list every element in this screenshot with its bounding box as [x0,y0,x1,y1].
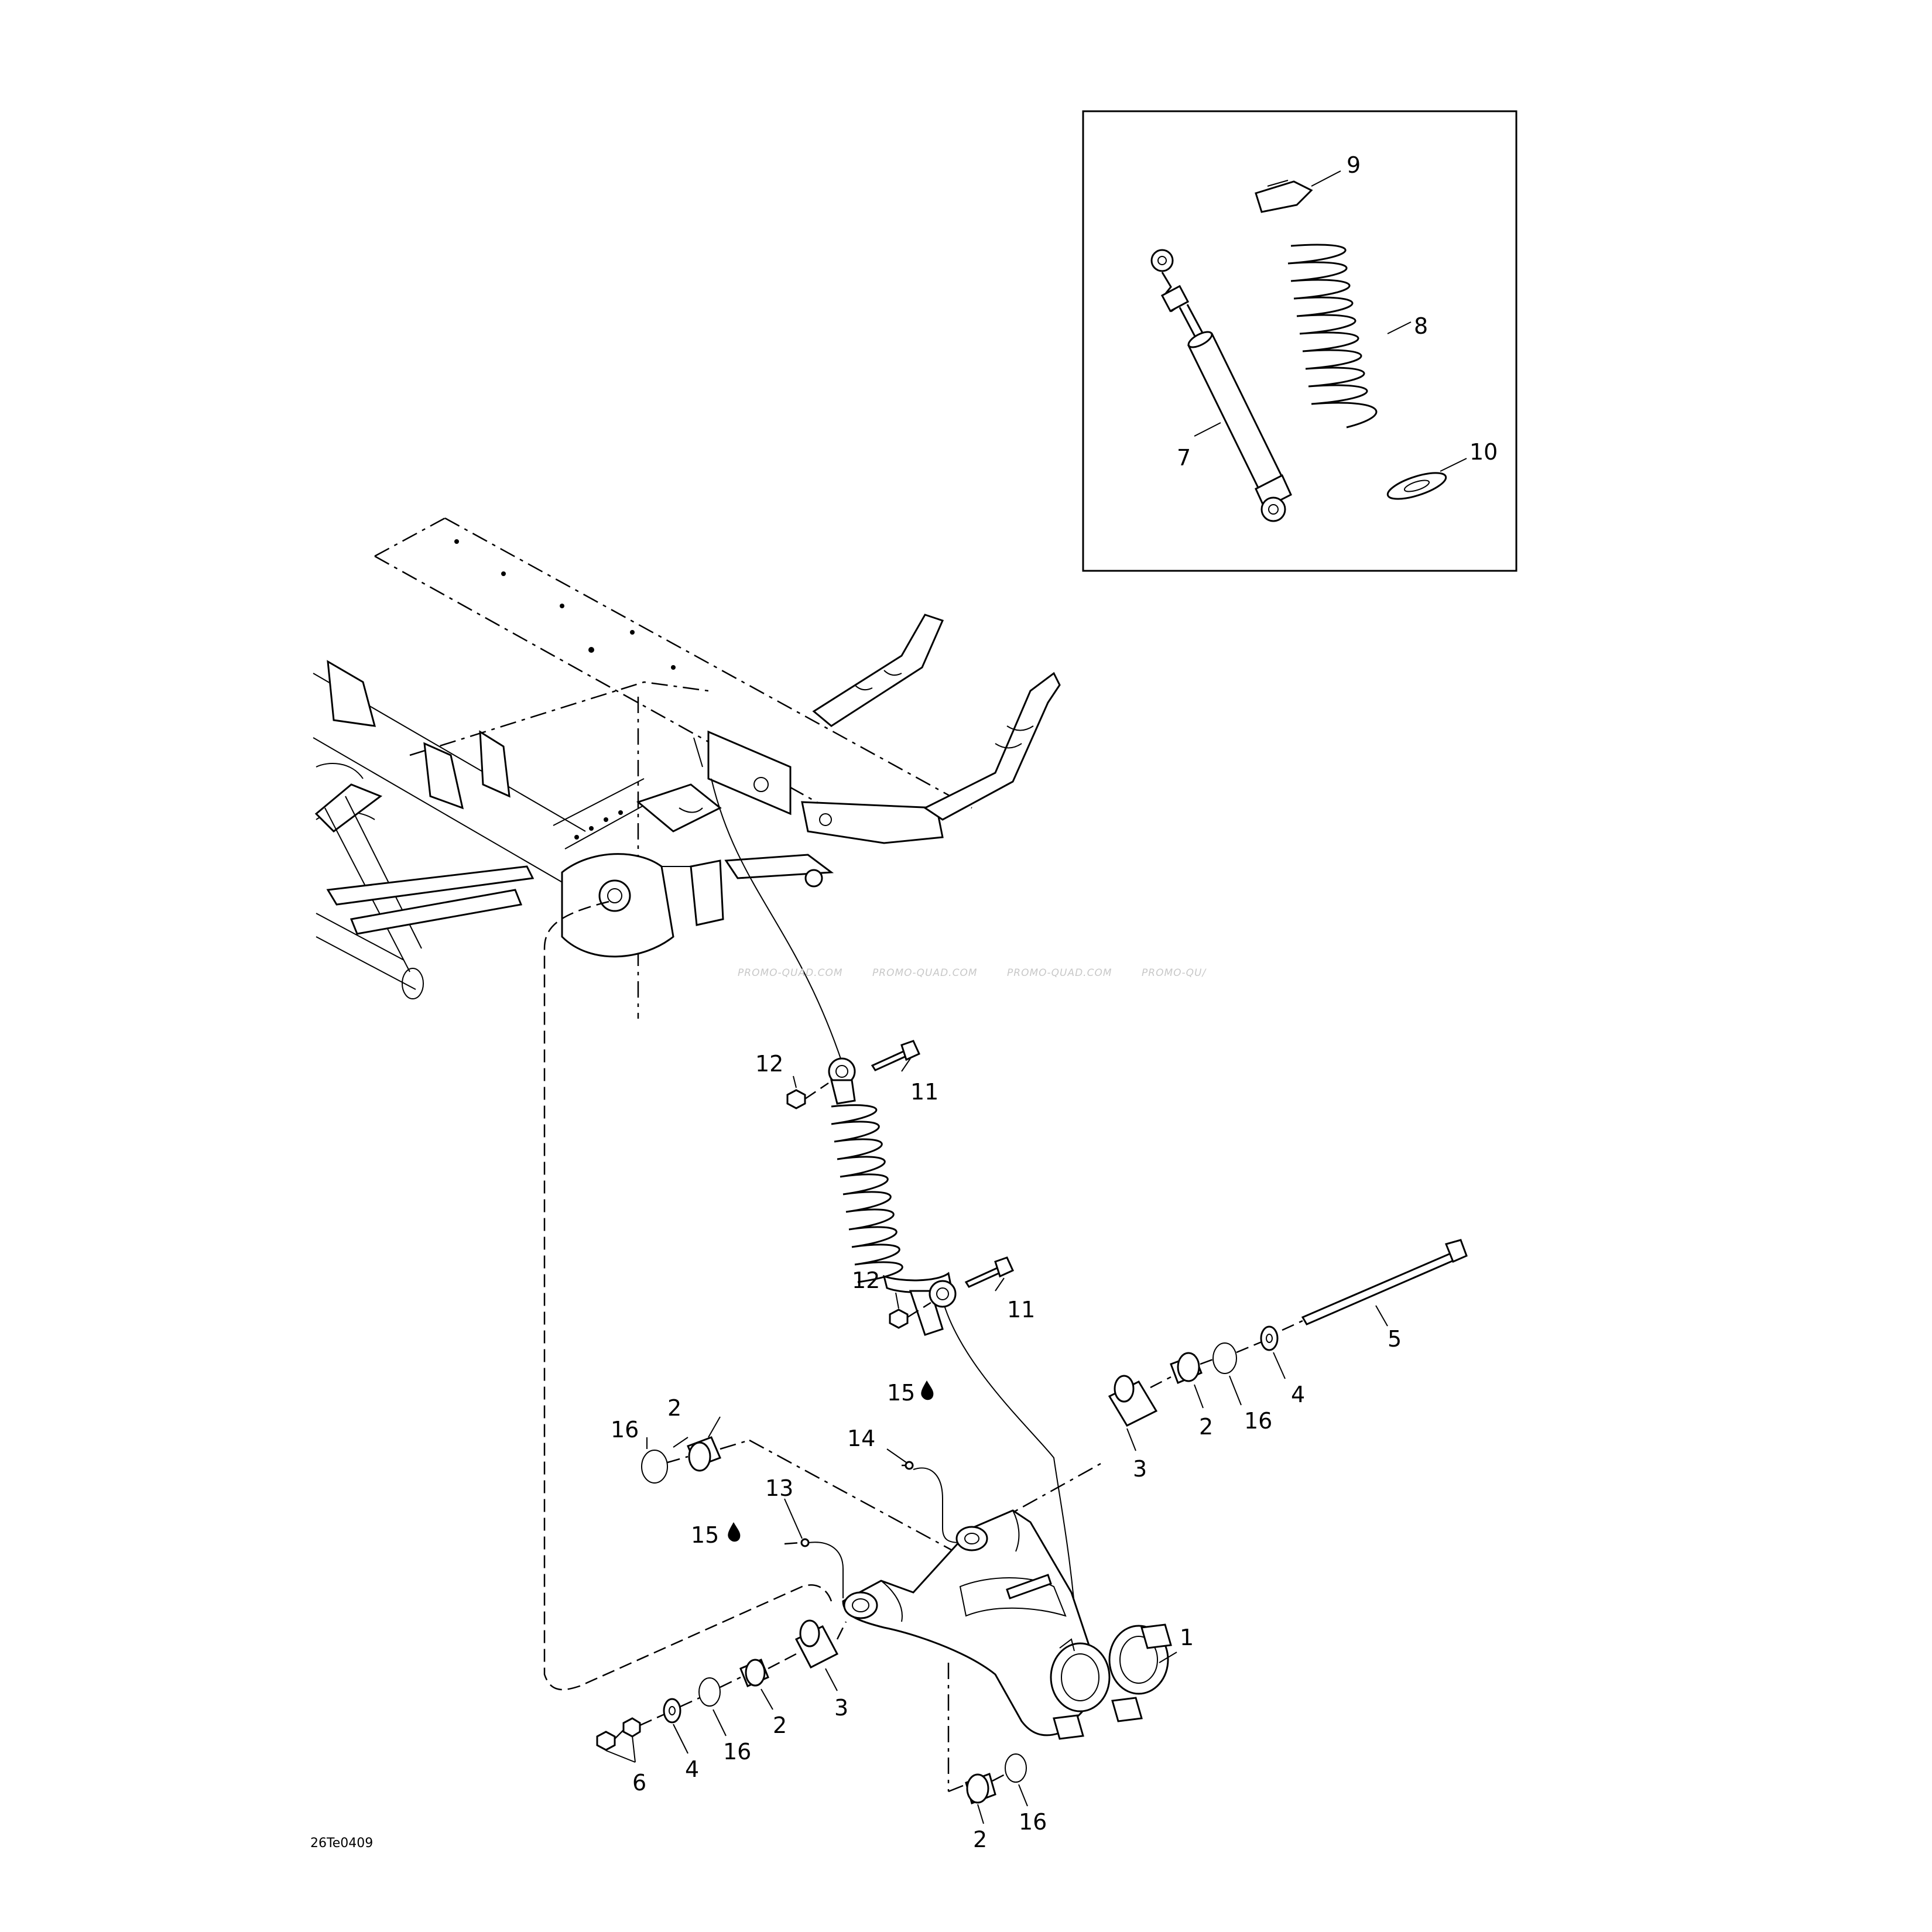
o-ring-part-16-upper-left [641,1450,668,1484]
o-ring-part-16-lower-left [698,1677,721,1707]
callout-16-right: 16 [1244,1408,1272,1434]
bolt-part-11-lower [964,1256,1014,1288]
vehicle-frame [313,517,1061,1019]
nut-part-12-lower [889,1308,909,1329]
bushing-part-2-lower-left [739,1659,769,1687]
callout-3-left: 3 [834,1695,848,1721]
callout-2-upper-left: 2 [667,1395,681,1421]
callout-8: 8 [1414,313,1428,339]
callout-10: 10 [1469,439,1498,465]
callout-5: 5 [1388,1326,1402,1352]
watermark-strip: PROMO-QUAD.COM PROMO-QUAD.COM PROMO-QUAD… [738,967,1207,979]
callout-13: 13 [765,1475,793,1501]
swing-arm-assembly [596,1239,1468,1824]
callout-11-lower: 11 [1007,1297,1035,1323]
washer-part-4-right [1260,1325,1279,1351]
pivot-bolt-part-5 [1282,1239,1468,1331]
bushing-part-2-upper-left [687,1436,721,1472]
watermark-3: PROMO-QUAD.COM [1007,967,1112,979]
coil-spring-part-8 [1287,244,1378,429]
bushing-part-2-bottom [965,1773,996,1804]
diagram-code: 26Te0409 [310,1836,373,1851]
grease-droplet-icon-upper [921,1381,934,1400]
callout-9: 9 [1347,152,1361,178]
callout-15-lower: 15 [691,1522,719,1548]
callout-11-upper: 11 [910,1079,938,1105]
watermark-1: PROMO-QUAD.COM [738,967,843,979]
callout-4-left: 4 [685,1756,699,1782]
callout-3-right: 3 [1133,1456,1147,1482]
grease-droplet-icon-lower [728,1522,741,1542]
washer-part-4-left [663,1698,681,1724]
callout-16-bottom: 16 [1019,1809,1047,1835]
callout-2-right: 2 [1199,1414,1213,1440]
spring-seat-part-10 [1386,472,1447,500]
inset-box: 9 8 7 10 [1082,110,1517,572]
callout-4-right: 4 [1291,1382,1305,1407]
callout-2-lower-left: 2 [773,1712,787,1738]
callout-15-upper: 15 [887,1380,915,1406]
callout-16-upper-left: 16 [611,1417,639,1443]
shock-assembly [786,1040,1014,1336]
nuts-part-6 [596,1717,641,1751]
connector-lines [543,737,1101,1793]
o-ring-part-16-right [1212,1342,1237,1374]
callout-12-upper: 12 [755,1051,783,1077]
o-ring-part-16-bottom [1005,1753,1027,1783]
callout-14: 14 [847,1426,875,1451]
callout-1: 1 [1180,1625,1194,1650]
watermark-2: PROMO-QUAD.COM [872,967,978,979]
callout-16-lower-left: 16 [723,1739,751,1765]
callout-12-lower: 12 [852,1268,880,1293]
bolt-part-11-upper [871,1040,920,1071]
callout-2-bottom: 2 [973,1827,987,1852]
shock-absorber-part-7 [1150,249,1292,522]
sleeve-part-3-right [1108,1375,1158,1427]
callout-6: 6 [632,1770,646,1796]
watermark-4: PROMO-QU/ [1142,967,1207,979]
spring-stopper-part-9 [1255,180,1313,213]
nut-part-12-upper [786,1089,806,1109]
sleeve-part-3-left [794,1619,839,1669]
bushing-part-2-right [1170,1352,1203,1384]
callout-7: 7 [1177,445,1191,471]
